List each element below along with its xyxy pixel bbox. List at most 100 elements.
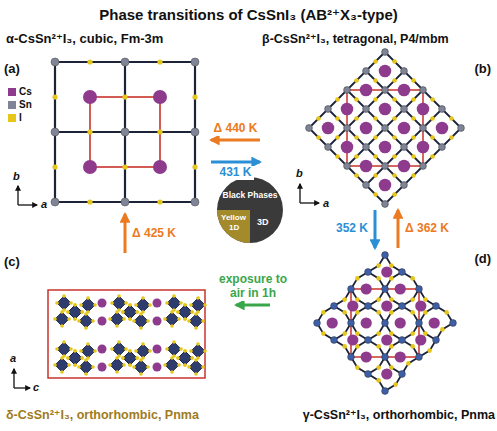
sni6-octahedron [167, 342, 181, 356]
iodine-atom [201, 319, 205, 323]
iodine-atom [121, 310, 125, 314]
iodine-atom [66, 356, 70, 360]
tin-atom [365, 303, 372, 310]
tin-atom [420, 163, 427, 170]
iodine-atom [53, 363, 57, 367]
iodine-atom [376, 365, 381, 370]
phase-heading: γ-CsSn²⁺I₃, orthorhombic, Pnma [303, 408, 495, 422]
iodine-atom [157, 59, 162, 64]
axis-label: b [296, 167, 303, 180]
iodine-atom [410, 297, 415, 302]
phase-panel: γ-CsSn²⁺I₃, orthorhombic, Pnma (d) [272, 250, 495, 422]
sni6-octahedron [178, 351, 192, 365]
iodine-atom [170, 310, 174, 314]
iodine-atom [196, 310, 200, 314]
cesium-atom [429, 317, 440, 328]
tin-atom [401, 182, 408, 189]
iodine-atom [77, 365, 81, 369]
sni6-octahedron [165, 312, 179, 326]
tin-atom [365, 269, 372, 276]
iodine-atom [411, 78, 416, 83]
cesium-atom [381, 334, 392, 345]
tin-atom [382, 286, 389, 293]
legend-swatch [8, 101, 16, 109]
iodine-atom [86, 342, 90, 346]
phase-panel: δ-CsSn²⁺I₃, orthorhombic, Pnma(c) [4, 255, 234, 422]
iodine-atom [128, 363, 132, 367]
tin-atom [382, 354, 389, 361]
iodine-atom [430, 116, 435, 121]
iodine-atom [93, 303, 97, 307]
iodine-atom [86, 356, 90, 360]
cesium-atom [361, 351, 372, 362]
iodine-atom [91, 365, 95, 369]
panel-letter: (d) [474, 252, 491, 267]
cesium-atom [153, 345, 162, 354]
sni6-octahedron [112, 342, 126, 356]
iodine-atom [392, 116, 397, 121]
iodine-atom [335, 154, 340, 159]
iodine-atom [190, 310, 194, 314]
iodine-atom [411, 97, 416, 102]
cesium-atom [415, 300, 426, 311]
iodine-atom [354, 135, 359, 140]
iodine-atom [87, 199, 92, 204]
iodine-atom [69, 301, 73, 305]
sni6-octahedron [68, 351, 82, 365]
tin-atom [401, 144, 408, 151]
orthorhombic-lattice [314, 252, 457, 395]
iodine-atom [201, 365, 205, 369]
iodine-atom [115, 356, 119, 360]
iodine-atom [52, 164, 57, 169]
tin-atom [348, 354, 355, 361]
iodine-atom [117, 340, 121, 344]
sni6-octahedron [68, 305, 82, 319]
cesium-atom [361, 283, 372, 294]
iodine-atom [190, 356, 194, 360]
iodine-atom [389, 310, 394, 315]
iodine-atom [124, 347, 128, 351]
iodine-atom [335, 97, 340, 102]
phase-heading: α-CsSn²⁺I₃, cubic, Fm-3m [6, 32, 163, 47]
iodine-atom [354, 97, 359, 102]
tin-atom [382, 252, 389, 259]
iodine-atom [194, 326, 198, 330]
iodine-atom [73, 317, 77, 321]
iodine-atom [55, 347, 59, 351]
iodine-atom [84, 326, 88, 330]
circle-label: Yellow [221, 213, 246, 222]
tin-atom [382, 125, 389, 132]
iodine-atom [66, 310, 70, 314]
tin-atom [51, 198, 59, 206]
iodine-atom [141, 342, 145, 346]
iodine-atom [157, 129, 162, 134]
cesium-atom [381, 300, 392, 311]
iodine-atom [141, 356, 145, 360]
tin-atom [344, 87, 351, 94]
iodine-atom [183, 349, 187, 353]
iodine-atom [389, 263, 394, 268]
iodine-atom [406, 361, 411, 366]
tin-atom [348, 286, 355, 293]
iodine-atom [62, 340, 66, 344]
cesium-atom [153, 317, 162, 326]
iodine-atom [80, 310, 84, 314]
iodine-atom [373, 154, 378, 159]
sni6-octahedron [136, 344, 150, 358]
iodine-atom [176, 356, 180, 360]
iodine-atom [373, 59, 378, 64]
unit-cell [347, 90, 423, 166]
iodine-atom [148, 349, 152, 353]
iodine-atom [122, 363, 126, 367]
iodine-atom [389, 297, 394, 302]
tin-atom [191, 128, 199, 136]
iodine-atom [189, 303, 193, 307]
iodine-atom [170, 370, 174, 374]
iodine-atom [93, 349, 97, 353]
iodine-atom [73, 363, 77, 367]
tin-atom [399, 303, 406, 310]
iodine-atom [77, 319, 81, 323]
sni6-octahedron [57, 296, 71, 310]
iodine-atom [392, 97, 397, 102]
iodine-atom [355, 331, 360, 336]
